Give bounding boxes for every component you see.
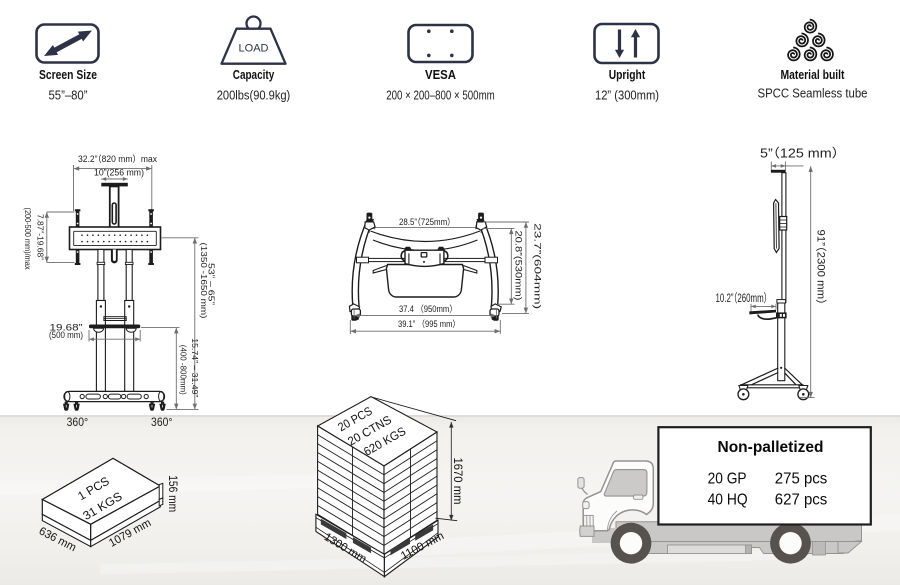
svg-text:91”（2300 mm）: 91”（2300 mm） (815, 230, 828, 311)
svg-text:10.2”（260mm）: 10.2”（260mm） (716, 291, 772, 305)
svg-text:200lbs(90.9kg): 200lbs(90.9kg) (217, 88, 291, 103)
svg-text:200 × 200–800 × 500mm: 200 × 200–800 × 500mm (386, 88, 495, 103)
svg-text:360°: 360° (151, 415, 173, 429)
svg-text:(200-500 mm)/max: (200-500 mm)/max (23, 208, 33, 271)
svg-text:20 GP: 20 GP (708, 471, 747, 488)
svg-text:32.2”（820 mm）max: 32.2”（820 mm）max (78, 154, 157, 164)
svg-text:20.8”(530mm): 20.8”(530mm) (514, 231, 524, 301)
svg-text:LOAD: LOAD (239, 43, 269, 55)
svg-text:Capacity: Capacity (233, 68, 275, 82)
svg-text:15.74” – 31.49”: 15.74” – 31.49” (190, 338, 200, 397)
svg-text:360°: 360° (67, 415, 89, 429)
svg-text:Screen Size: Screen Size (39, 68, 97, 82)
svg-text:(400 -800mm): (400 -800mm) (178, 345, 188, 395)
svg-text:19.68”: 19.68” (50, 323, 83, 333)
svg-text:(1350 -1650 mm): (1350 -1650 mm) (199, 243, 209, 319)
svg-text:627 pcs: 627 pcs (775, 492, 828, 509)
svg-text:37.4 （950mm）: 37.4 （950mm） (399, 304, 457, 314)
svg-text:Non-palletized: Non-palletized (718, 439, 824, 456)
svg-text:275 pcs: 275 pcs (775, 471, 828, 488)
svg-text:12” (300mm): 12” (300mm) (595, 88, 659, 103)
svg-text:23.7”(604mm): 23.7”(604mm) (532, 223, 542, 309)
svg-text:53” – 65”: 53” – 65” (207, 263, 217, 305)
svg-text:VESA: VESA (425, 68, 456, 82)
svg-text:40 HQ: 40 HQ (708, 492, 748, 509)
svg-text:156 mm: 156 mm (166, 475, 178, 512)
svg-text:SPCC Seamless tube: SPCC Seamless tube (758, 86, 868, 101)
svg-text:5”（125 mm）: 5”（125 mm） (760, 147, 846, 161)
svg-text:1670 mm: 1670 mm (451, 458, 463, 505)
svg-text:7.87”-19.68”: 7.87”-19.68” (35, 214, 45, 260)
svg-text:(500 mm): (500 mm) (49, 330, 83, 340)
svg-text:28.5”（725mm）: 28.5”（725mm） (399, 217, 455, 227)
svg-text:Upright: Upright (609, 68, 646, 82)
svg-text:55”–80”: 55”–80” (49, 88, 88, 103)
svg-text:39.1” （995 mm）: 39.1” （995 mm） (398, 319, 460, 329)
svg-text:Material built: Material built (781, 68, 846, 82)
svg-text:10”(256 mm): 10”(256 mm) (94, 168, 144, 178)
